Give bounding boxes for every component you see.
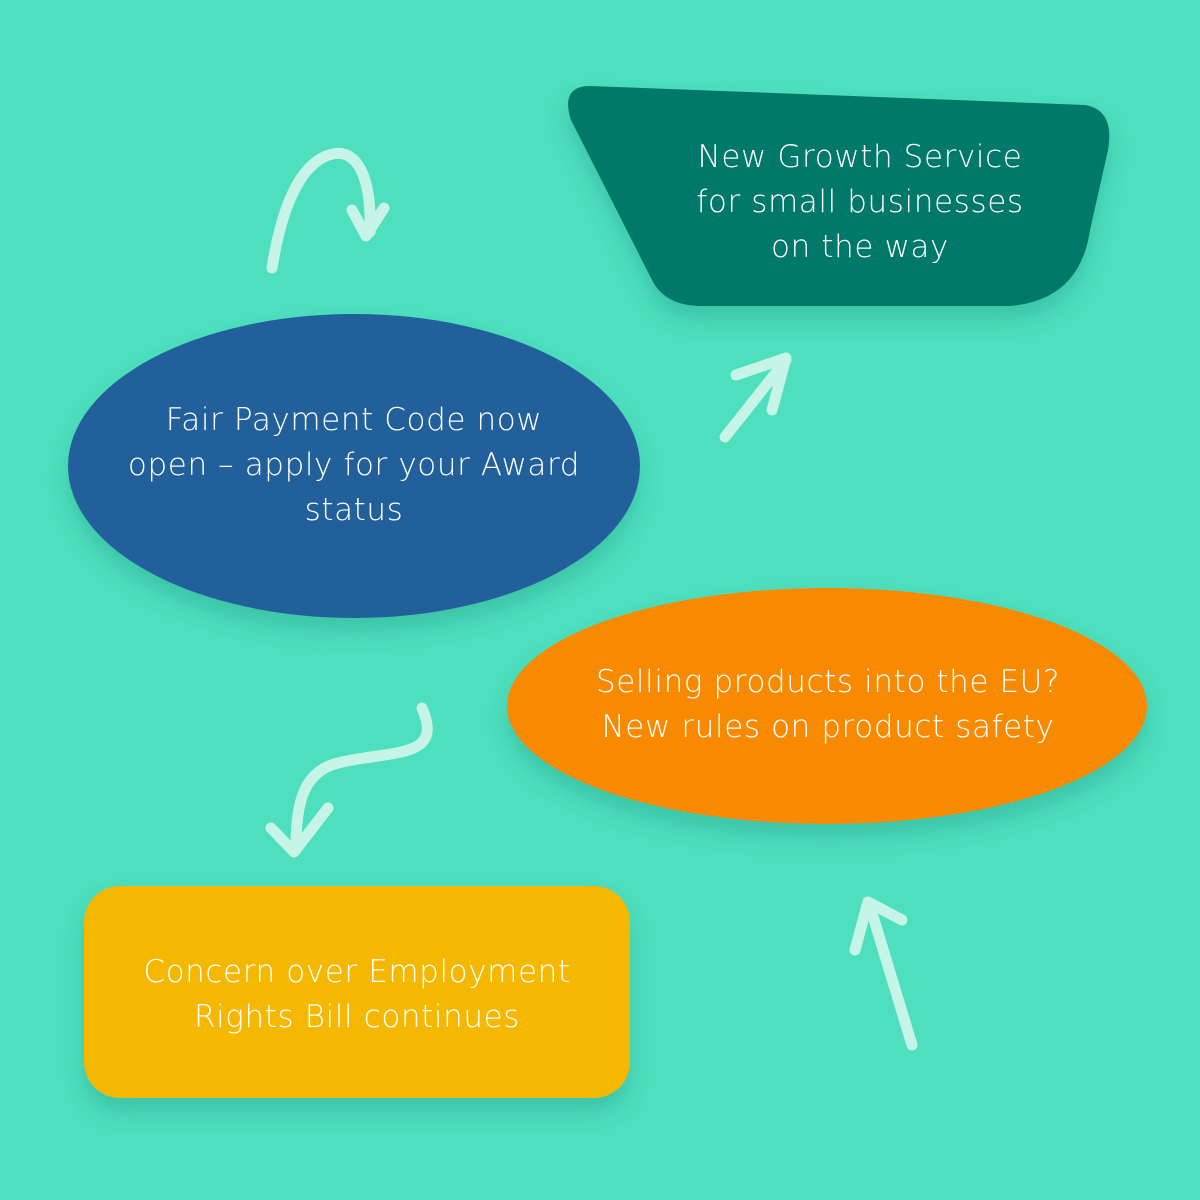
straight-arrow-icon — [719, 352, 792, 443]
fair-payment-shape — [68, 314, 640, 618]
eu-product-safety-shape — [507, 588, 1147, 824]
straight-arrow-icon — [849, 896, 918, 1051]
wavy-arrow-icon — [265, 702, 433, 858]
growth-service-shape — [568, 86, 1110, 306]
employment-rights-shape — [84, 886, 630, 1098]
curved-arrow-icon — [266, 147, 390, 274]
